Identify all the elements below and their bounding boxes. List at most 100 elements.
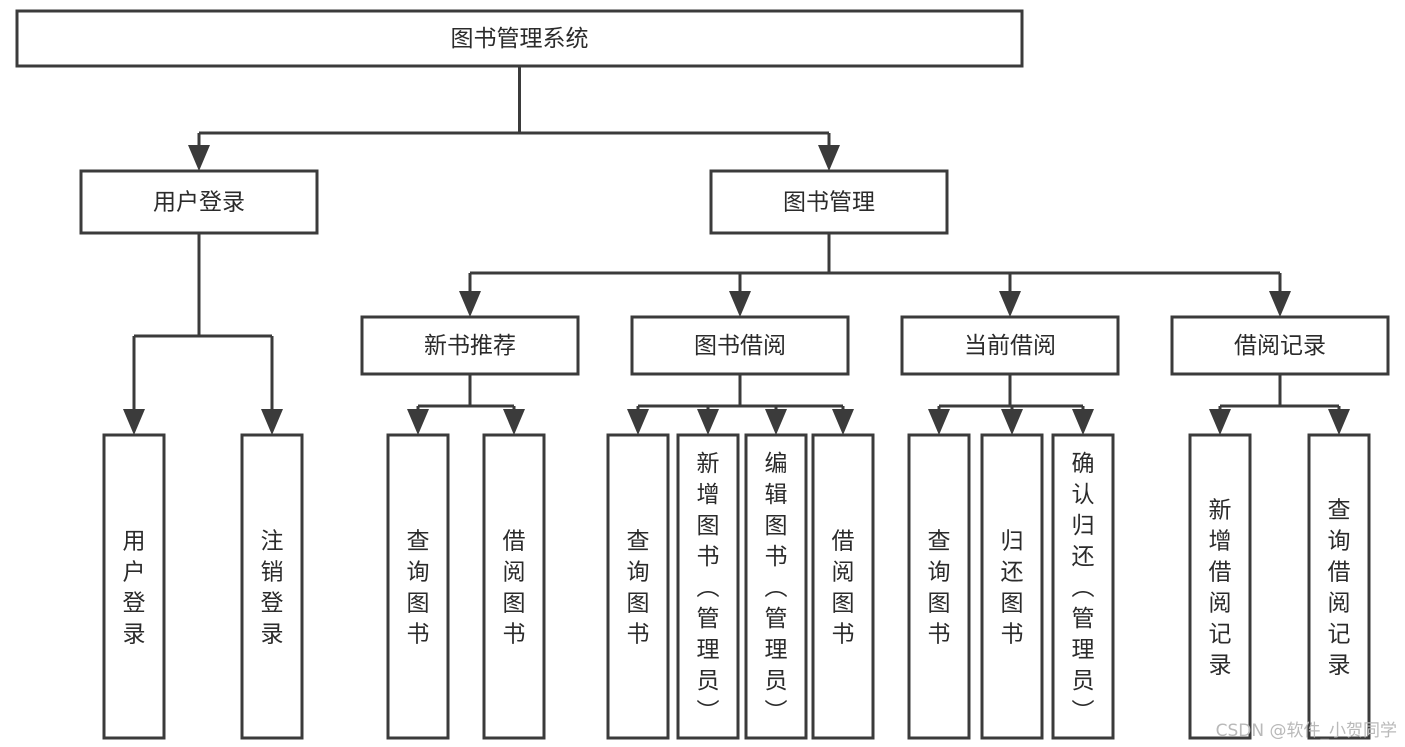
- node-box-new-book-rec[interactable]: [360, 315, 580, 376]
- node-book-manage[interactable]: 图书管理: [709, 169, 949, 235]
- node-box-leaf-query-book-1[interactable]: [386, 433, 450, 740]
- node-box-leaf-add-record[interactable]: [1188, 433, 1252, 740]
- edge-group-book-borrow: [627, 374, 854, 435]
- node-label-leaf-confirm-return-char-3: 还: [1072, 544, 1095, 570]
- node-label-leaf-borrow-book-1-char-3: 书: [503, 622, 526, 648]
- arrow-head-icon: [1001, 409, 1023, 435]
- watermark-label: CSDN @软件_小贺同学: [1215, 721, 1397, 741]
- node-label-leaf-query-book-2-char-1: 询: [627, 560, 650, 586]
- node-label-leaf-user-login-char-1: 户: [123, 560, 146, 586]
- node-label-leaf-confirm-return-char-1: 认: [1072, 482, 1095, 508]
- node-label-leaf-user-logout-char-0: 注: [261, 529, 284, 555]
- node-label-leaf-query-record-char-5: 录: [1328, 653, 1351, 679]
- node-label-leaf-borrow-book-1-char-1: 阅: [503, 560, 526, 586]
- node-label-leaf-return-book-char-1: 还: [1001, 560, 1024, 586]
- node-label-leaf-query-record-char-1: 询: [1328, 529, 1351, 555]
- node-borrow-record[interactable]: 借阅记录: [1170, 315, 1390, 376]
- node-label-leaf-query-record-char-4: 记: [1328, 622, 1351, 648]
- node-leaf-user-login[interactable]: 用户登录: [102, 433, 166, 740]
- node-label-leaf-return-book-char-3: 书: [1001, 622, 1024, 648]
- node-label-leaf-add-book-char-6: 理: [697, 637, 720, 663]
- arrow-head-icon: [459, 291, 481, 317]
- node-label-leaf-query-book-3-char-0: 查: [928, 529, 951, 555]
- node-label-leaf-add-record-char-4: 记: [1209, 622, 1232, 648]
- node-box-current-borrow[interactable]: [900, 315, 1120, 376]
- node-label-leaf-user-logout-char-1: 销: [261, 560, 284, 586]
- arrow-head-icon: [729, 291, 751, 317]
- node-new-book-rec[interactable]: 新书推荐: [360, 315, 580, 376]
- node-box-book-borrow[interactable]: [630, 315, 850, 376]
- node-box-leaf-query-record[interactable]: [1307, 433, 1371, 740]
- node-box-user-login[interactable]: [79, 169, 319, 235]
- edge-group-new-book-rec: [407, 374, 525, 435]
- node-label-leaf-borrow-book-2-char-1: 阅: [832, 560, 855, 586]
- node-book-borrow[interactable]: 图书借阅: [630, 315, 850, 376]
- node-label-leaf-user-logout-char-3: 录: [261, 622, 284, 648]
- node-current-borrow[interactable]: 当前借阅: [900, 315, 1120, 376]
- node-label-leaf-edit-book-char-0: 编: [765, 451, 788, 477]
- node-label-leaf-query-record-char-2: 借: [1328, 560, 1351, 586]
- node-label-leaf-query-book-2-char-2: 图: [627, 591, 650, 617]
- node-label-leaf-edit-book-char-4: ︵: [765, 575, 788, 601]
- node-label-leaf-borrow-book-2-char-3: 书: [832, 622, 855, 648]
- edge-group-borrow-record: [1209, 374, 1350, 435]
- node-box-root[interactable]: [15, 9, 1024, 68]
- arrow-head-icon: [261, 409, 283, 435]
- node-label-leaf-edit-book-char-2: 图: [765, 513, 788, 539]
- arrow-head-icon: [832, 409, 854, 435]
- node-box-leaf-user-login[interactable]: [102, 433, 166, 740]
- node-box-leaf-query-book-3[interactable]: [907, 433, 971, 740]
- arrow-head-icon: [765, 409, 787, 435]
- node-label-leaf-add-record-char-3: 阅: [1209, 591, 1232, 617]
- node-label-borrow-record: 借阅记录: [1234, 333, 1326, 359]
- node-user-login[interactable]: 用户登录: [79, 169, 319, 235]
- node-label-leaf-edit-book-char-1: 辑: [765, 482, 788, 508]
- node-box-leaf-edit-book[interactable]: [744, 433, 808, 740]
- node-label-leaf-user-login-char-0: 用: [123, 529, 146, 555]
- node-label-leaf-user-logout-char-2: 登: [261, 591, 284, 617]
- node-label-leaf-add-book-char-3: 书: [697, 544, 720, 570]
- edge-group-user-login: [123, 233, 283, 435]
- arrow-head-icon: [627, 409, 649, 435]
- node-label-leaf-borrow-book-1-char-0: 借: [503, 529, 526, 555]
- node-box-leaf-borrow-book-1[interactable]: [482, 433, 546, 740]
- node-label-leaf-query-book-2-char-3: 书: [627, 622, 650, 648]
- node-box-leaf-query-book-2[interactable]: [606, 433, 670, 740]
- node-label-leaf-borrow-book-2-char-2: 图: [832, 591, 855, 617]
- node-label-leaf-return-book-char-0: 归: [1001, 529, 1024, 555]
- node-box-leaf-user-logout[interactable]: [240, 433, 304, 740]
- node-label-book-manage: 图书管理: [783, 190, 875, 216]
- node-label-leaf-add-record-char-2: 借: [1209, 560, 1232, 586]
- node-label-root: 图书管理系统: [451, 26, 589, 52]
- node-label-leaf-add-book-char-1: 增: [697, 482, 720, 508]
- node-label-leaf-user-login-char-2: 登: [123, 591, 146, 617]
- node-root[interactable]: 图书管理系统: [15, 9, 1024, 68]
- arrow-head-icon: [818, 145, 840, 171]
- node-label-new-book-rec: 新书推荐: [424, 333, 516, 359]
- node-label-leaf-add-record-char-5: 录: [1209, 653, 1232, 679]
- node-box-book-manage[interactable]: [709, 169, 949, 235]
- node-box-leaf-add-book[interactable]: [676, 433, 740, 740]
- node-label-leaf-confirm-return-char-5: 管: [1072, 606, 1095, 632]
- node-label-leaf-query-book-3-char-1: 询: [928, 560, 951, 586]
- node-box-leaf-borrow-book-2[interactable]: [811, 433, 875, 740]
- node-box-borrow-record[interactable]: [1170, 315, 1390, 376]
- node-box-leaf-confirm-return[interactable]: [1051, 433, 1115, 740]
- arrow-head-icon: [1269, 291, 1291, 317]
- node-box-leaf-return-book[interactable]: [980, 433, 1044, 740]
- node-label-leaf-query-book-1-char-3: 书: [407, 622, 430, 648]
- node-label-user-login: 用户登录: [153, 190, 245, 216]
